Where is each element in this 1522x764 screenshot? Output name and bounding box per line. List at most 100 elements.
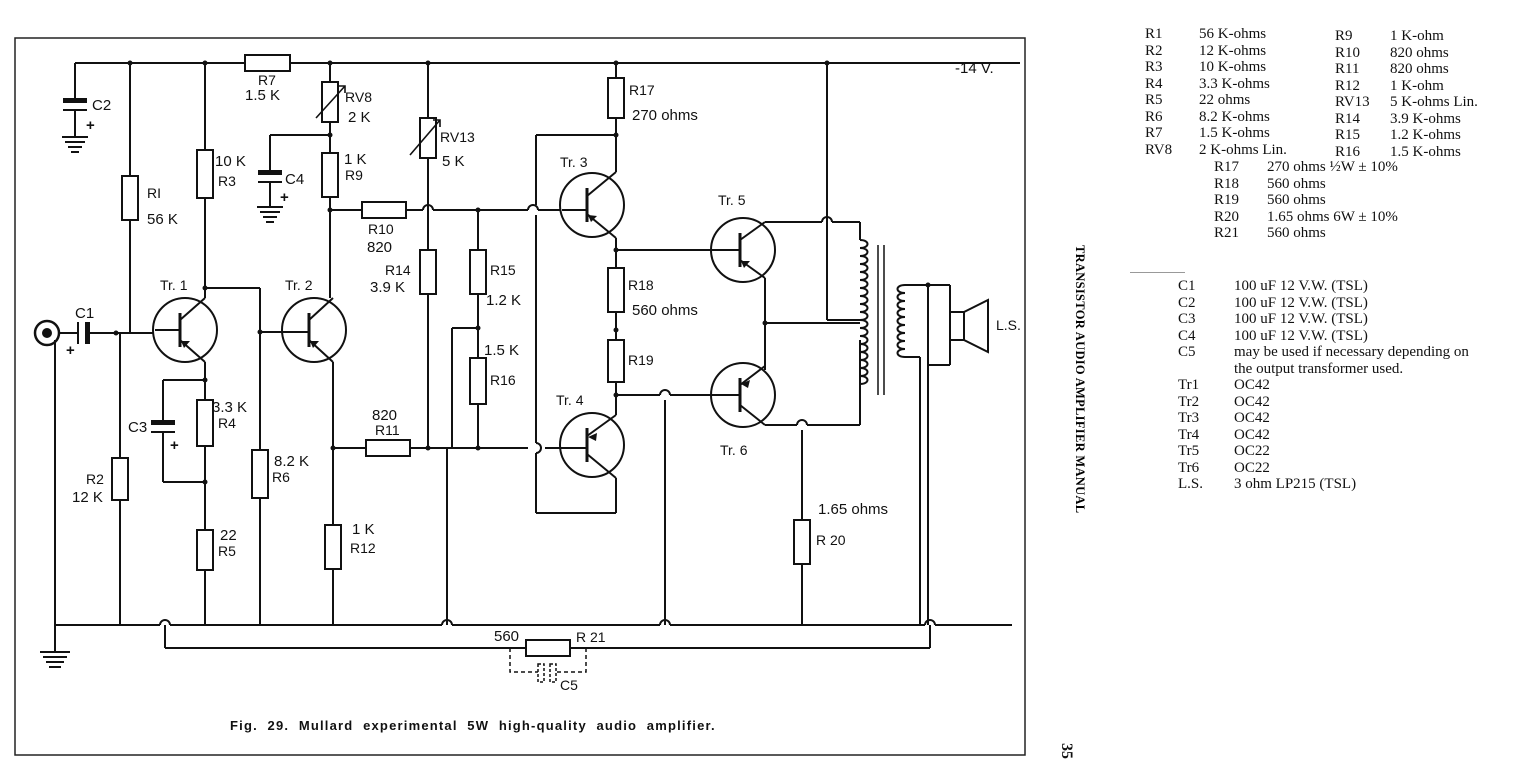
part-ref: RV13 (1335, 94, 1370, 110)
part-ref: R20 (1214, 208, 1240, 225)
part-ref: R9 (1335, 28, 1353, 44)
r4-label: R4 (218, 415, 236, 431)
part-value: 560 ohms (1267, 225, 1326, 241)
part-ref: R1 (1145, 26, 1163, 42)
part-value: 1 K-ohm (1390, 77, 1444, 94)
resistor-r2 (111, 457, 129, 501)
list-row: RV8 2 K-ohms Lin. (1145, 142, 1287, 159)
r14-value: 3.9 K (370, 279, 405, 296)
part-value: 1.5 K-ohms (1390, 143, 1461, 160)
part-ref: R17 (1214, 159, 1240, 175)
r5-value: 22 (220, 527, 237, 544)
tr4-label: Tr. 4 (556, 392, 584, 408)
rv13-label: RV13 (440, 129, 475, 145)
r19-label: R19 (628, 352, 654, 368)
resistor-r5 (196, 529, 214, 571)
part-value: 100 uF 12 V.W. (TSL) (1234, 327, 1368, 344)
resistor-r16 (469, 357, 487, 405)
transistor-tr4 (545, 412, 625, 479)
r16-value: 1.5 K (484, 342, 519, 359)
list-row: R12 1 K-ohm (1335, 78, 1478, 95)
part-value: 1.65 ohms 6W ± 10% (1267, 208, 1398, 225)
rv8-value: 2 K (348, 109, 371, 126)
part-ref: R2 (1145, 42, 1163, 59)
capacitor-c1 (77, 322, 130, 344)
part-value: 560 ohms (1267, 175, 1326, 192)
r10-value: 820 (367, 239, 392, 256)
part-value: 100 uF 12 V.W. (TSL) (1234, 278, 1368, 294)
part-value: 560 ohms (1267, 192, 1326, 208)
part-ref: R16 (1335, 143, 1361, 160)
r12-label: R12 (350, 540, 376, 556)
part-value: 820 ohms (1390, 61, 1449, 77)
tr3-label: Tr. 3 (560, 154, 588, 170)
part-value: 5 K-ohms Lin. (1390, 94, 1478, 110)
r21-label: R 21 (576, 629, 606, 645)
capacitor-c2 (62, 63, 88, 153)
r15-label: R15 (490, 262, 516, 278)
list-row: L.S.3 ohm LP215 (TSL) (1178, 476, 1470, 493)
part-value: 3 ohm LP215 (TSL) (1234, 476, 1357, 492)
c1-plus: + (66, 342, 75, 359)
r17-label: R17 (629, 82, 655, 98)
r2-value: 12 K (72, 489, 103, 506)
r2-label: R2 (86, 471, 104, 487)
part-ref: R18 (1214, 175, 1240, 192)
rv13-value: 5 K (442, 153, 465, 170)
c2-plus: + (86, 117, 95, 134)
r18-label: R18 (628, 277, 654, 293)
part-ref: R21 (1214, 225, 1240, 241)
r20-label: R 20 (816, 532, 846, 548)
c2-label: C2 (92, 97, 111, 114)
part-ref: C5 (1178, 344, 1196, 360)
resistor-r6 (251, 449, 269, 499)
r9-value: 1 K (344, 151, 367, 168)
list-row: R11 820 ohms (1335, 61, 1478, 78)
part-value: 8.2 K-ohms (1199, 108, 1270, 125)
transistor-tr3 (559, 171, 625, 239)
part-ref: Tr5 (1178, 443, 1200, 459)
input-jack (33, 319, 78, 347)
list-row: Tr5 OC22 (1178, 443, 1470, 460)
r15-value: 1.2 K (486, 292, 521, 309)
r20-value: 1.65 ohms (818, 501, 888, 518)
r14-label: R14 (385, 262, 411, 278)
r18-value: 560 ohms (632, 302, 698, 319)
supply-rail (75, 60, 1020, 66)
part-ref: R12 (1335, 77, 1361, 94)
figure-frame (14, 37, 1026, 756)
transistor-tr6 (710, 362, 776, 428)
output-transformer (826, 63, 951, 625)
part-value: 2 K-ohms Lin. (1199, 141, 1287, 158)
c1-label: C1 (75, 305, 94, 322)
part-ref: RV8 (1145, 141, 1173, 158)
side-title-text: TRANSISTOR AUDIO AMPLIFIER MANUAL (1073, 245, 1087, 513)
part-ref: R11 (1335, 61, 1360, 77)
resistor-r7 (244, 54, 291, 72)
part-value: 56 K-ohms (1199, 26, 1267, 42)
part-ref: Tr2 (1178, 393, 1200, 410)
part-value: 12 K-ohms (1199, 42, 1267, 59)
part-ref: R7 (1145, 125, 1163, 141)
part-ref: R14 (1335, 110, 1361, 127)
part-ref: C3 (1178, 311, 1196, 327)
part-value: OC22 (1234, 443, 1270, 459)
part-ref: R10 (1335, 44, 1361, 61)
resistor-r18 (607, 267, 625, 313)
page-number: 35 (1058, 743, 1075, 759)
r3-label: R3 (218, 173, 236, 189)
part-ref: Tr1 (1178, 377, 1200, 393)
list-row: R20 1.65 ohms 6W ± 10% (1214, 209, 1398, 226)
